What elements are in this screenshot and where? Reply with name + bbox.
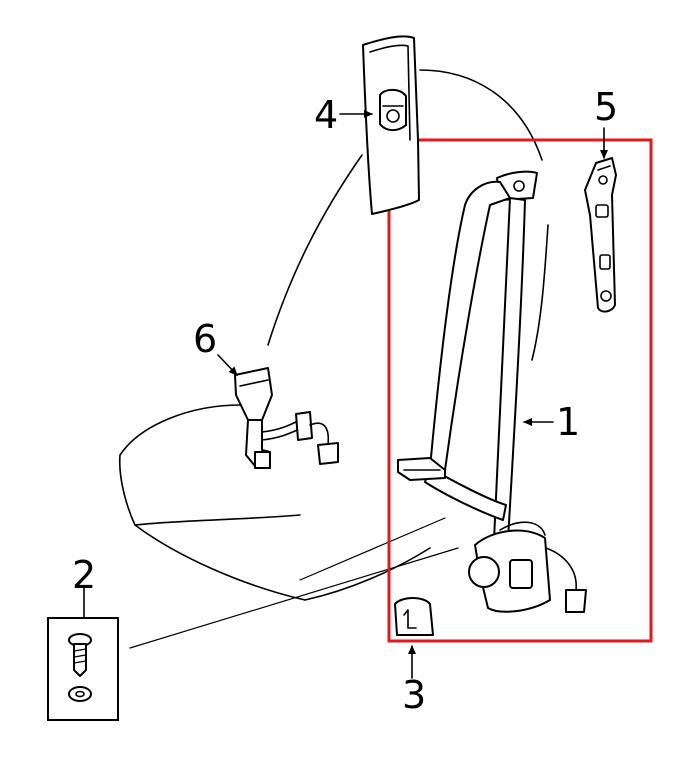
leader-arrow-6 bbox=[217, 354, 238, 376]
seat-belt-assembly-icon[interactable] bbox=[397, 170, 587, 613]
pillar-trim-icon[interactable] bbox=[362, 35, 420, 215]
callout-1: 1 bbox=[556, 400, 580, 444]
cover-clip-icon[interactable] bbox=[394, 597, 434, 636]
seat-outline bbox=[118, 69, 543, 649]
callout-4: 4 bbox=[314, 93, 338, 137]
callout-5: 5 bbox=[594, 85, 618, 129]
callout-3: 3 bbox=[402, 673, 426, 717]
buckle-assembly-icon[interactable] bbox=[234, 367, 339, 469]
height-adjuster-icon[interactable] bbox=[584, 157, 617, 313]
callout-6: 6 bbox=[193, 317, 217, 361]
screw-and-washer-icon[interactable] bbox=[47, 617, 119, 721]
highlight-frame bbox=[387, 138, 653, 643]
leader-lines bbox=[83, 110, 608, 679]
callout-2: 2 bbox=[72, 553, 96, 597]
